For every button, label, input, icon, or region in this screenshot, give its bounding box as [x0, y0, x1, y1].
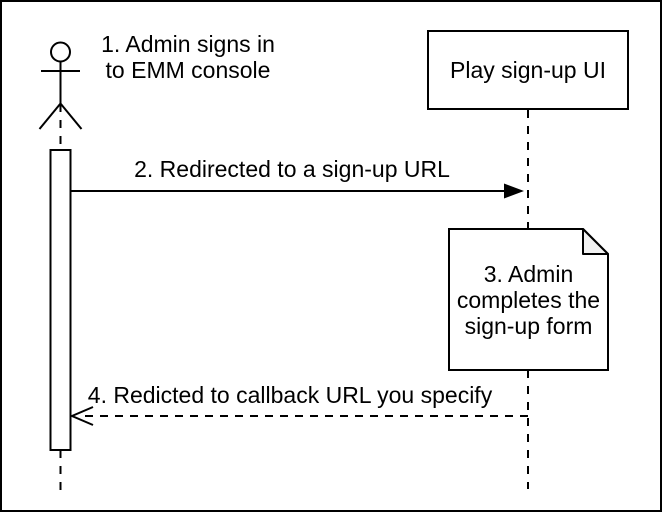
note-line2: completes the	[456, 286, 601, 313]
participant-label: Play sign-up UI	[450, 57, 606, 83]
activation-bar	[49, 149, 72, 451]
message-redirect-arrow	[70, 183, 524, 199]
message-callback-arrow	[69, 406, 528, 426]
note-line1: 3. Admin	[483, 260, 574, 287]
filled-arrowhead-icon	[504, 183, 524, 199]
step1-line2: to EMM console	[105, 57, 271, 83]
actor-right-leg	[59, 102, 83, 130]
message-callback-label: 4. Redicted to callback URL you specify	[87, 382, 493, 408]
note-fold-corner-icon	[582, 228, 609, 255]
participant-box	[427, 30, 629, 110]
step1-annotation: 1. Admin signs in to EMM console	[101, 31, 275, 83]
step1-line1: 1. Admin signs in	[101, 31, 275, 57]
actor-icon	[38, 41, 83, 130]
open-arrowhead-icon	[69, 406, 94, 426]
note-label: 3. Admin completes the sign-up form	[449, 229, 608, 370]
actor-left-leg	[38, 102, 62, 130]
actor-head	[50, 41, 71, 63]
note-body	[448, 228, 609, 371]
note-shape	[448, 228, 609, 371]
message-redirect-label: 2. Redirected to a sign-up URL	[134, 156, 450, 182]
note-line3: sign-up form	[464, 312, 593, 339]
